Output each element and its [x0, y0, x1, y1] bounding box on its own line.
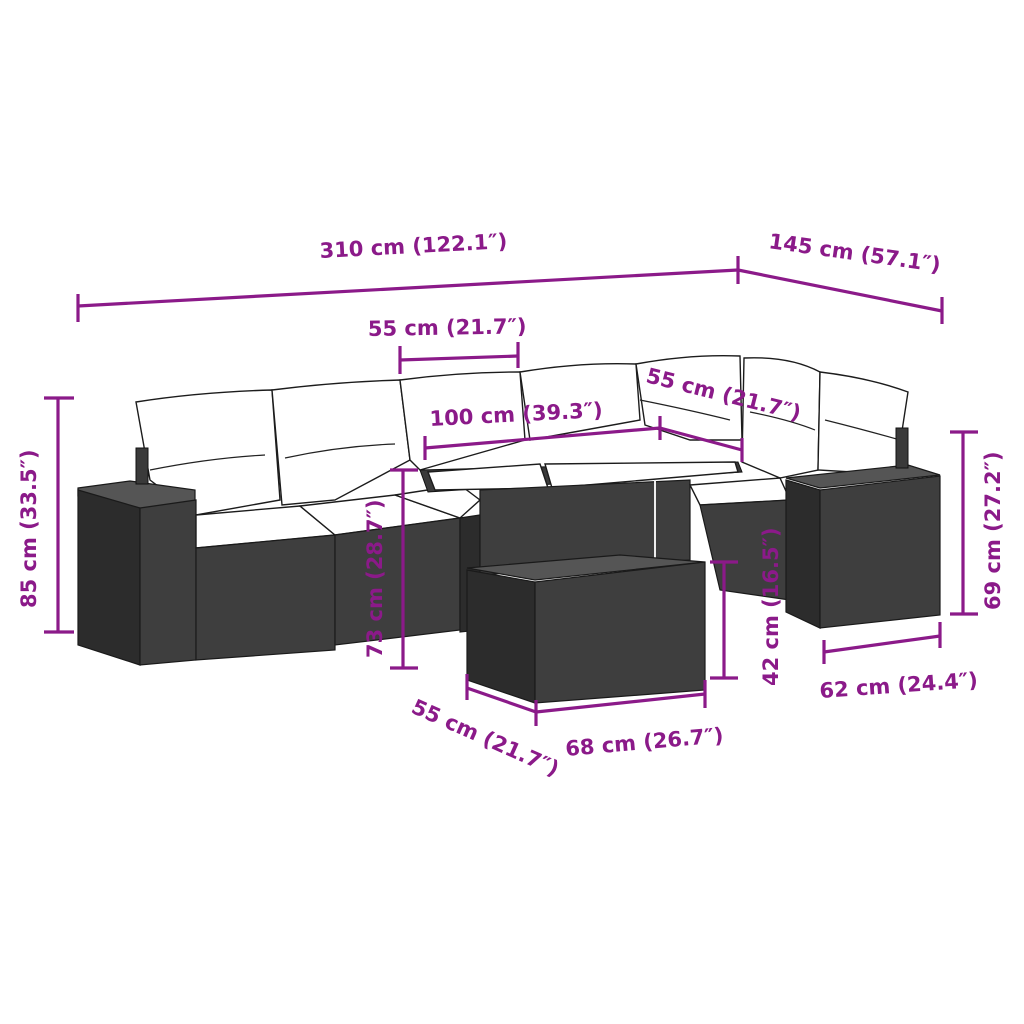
label-footstool-width: 68 cm (26.7″) [564, 723, 724, 761]
left-armrest-front [139, 499, 197, 666]
left-arm-post [135, 447, 149, 485]
left-armrest-side [77, 489, 141, 666]
label-side-table-width: 62 cm (24.4″) [819, 668, 979, 703]
label-footstool-height: 42 cm (16.5″) [759, 527, 783, 686]
back-cushion-6 [741, 357, 821, 479]
side-table-top [785, 464, 941, 489]
right-arm-post [895, 427, 909, 469]
table-body [479, 479, 691, 576]
sofa-base-1 [195, 534, 336, 661]
label-table-height: 73 cm (28.7″) [363, 499, 387, 658]
side-table-front [819, 475, 941, 629]
label-footstool-depth: 55 cm (21.7″) [408, 695, 563, 781]
back-cushion-3 [399, 371, 526, 471]
footstool-side [466, 569, 536, 704]
sofa-base-2 [334, 517, 461, 646]
label-overall-depth: 145 cm (57.1″) [767, 229, 942, 277]
label-side-table-height: 69 cm (27.2″) [981, 451, 1005, 610]
footstool-front [534, 561, 706, 704]
label-seat-width: 55 cm (21.7″) [368, 314, 527, 341]
back-cushion-5 [635, 354, 743, 441]
back-cushion-1 [135, 389, 281, 516]
label-sofa-height: 85 cm (33.5″) [17, 449, 41, 608]
back-cushion-4 [519, 362, 641, 441]
dimension-lines [44, 256, 978, 726]
table-glass-right [544, 461, 739, 489]
table-glass-left [427, 463, 549, 491]
side-table-side [785, 479, 821, 629]
label-overall-width: 310 cm (122.1″) [319, 229, 508, 263]
back-cushion-2 [271, 379, 411, 506]
furniture-illustration [77, 354, 941, 704]
